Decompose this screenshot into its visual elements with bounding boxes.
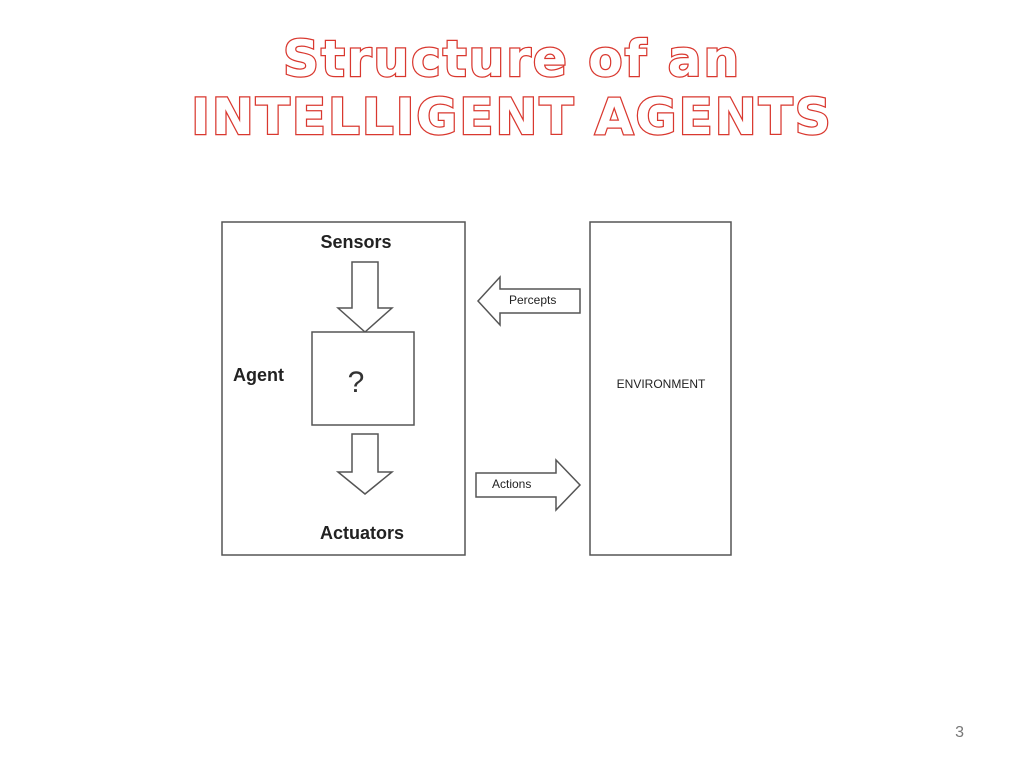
page-number: 3: [955, 724, 964, 741]
actions-label: Actions: [492, 477, 531, 491]
percepts-arrow: [476, 275, 581, 327]
sensors-arrow: [336, 261, 394, 334]
title-line-1: Structure of an: [282, 29, 742, 90]
agent-label: Agent: [233, 365, 284, 385]
agent-program-symbol: ?: [348, 366, 365, 399]
percepts-label: Percepts: [509, 293, 556, 307]
environment-label: ENVIRONMENT: [617, 377, 706, 391]
actions-arrow: [475, 458, 582, 512]
slide-title: Structure of an INTELLIGENT AGENTS: [0, 29, 1024, 148]
title-line-2: INTELLIGENT AGENTS: [190, 87, 833, 148]
agent-program-box: [311, 331, 415, 426]
actuators-arrow: [335, 433, 395, 495]
environment-box: [589, 221, 732, 556]
actuators-label: Actuators: [320, 523, 404, 543]
sensors-label: Sensors: [320, 232, 391, 252]
